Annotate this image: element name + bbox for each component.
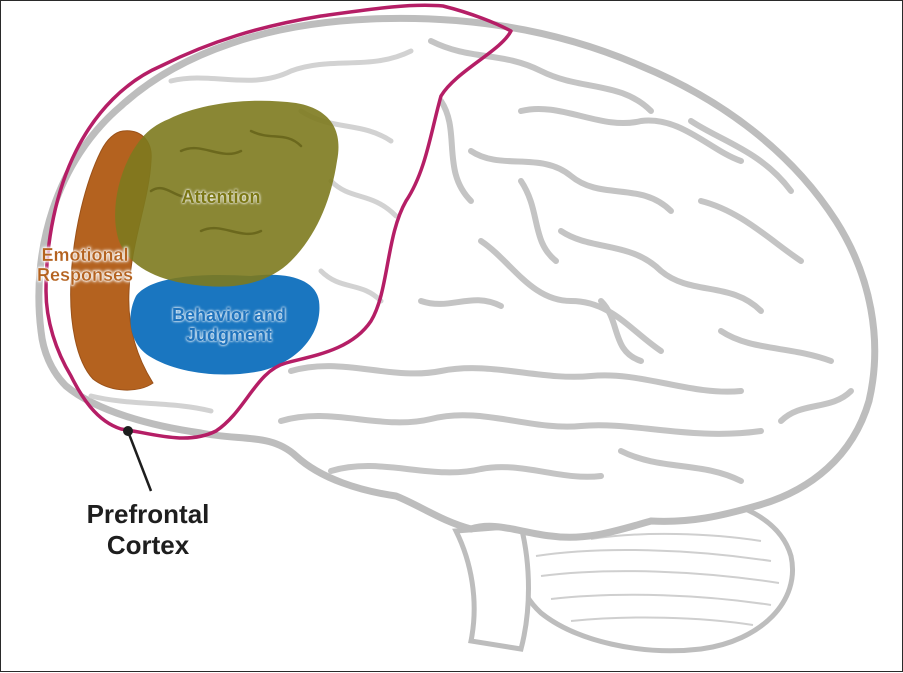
prefrontal-cortex-outline	[44, 3, 513, 440]
brain-gyri	[278, 38, 854, 484]
emotional-label-line2: Responses	[36, 265, 134, 286]
pfc-label-line2: Cortex	[106, 529, 190, 560]
region-gyri	[149, 129, 303, 236]
prefrontal-cortex-label: Prefrontal Cortex	[63, 499, 233, 560]
behavior-label-line2: Judgment	[185, 325, 272, 346]
attention-label: Attention	[151, 187, 291, 207]
prefrontal-leader-line	[123, 426, 153, 492]
attention-label-text: Attention	[181, 187, 261, 207]
behavior-judgment-label: Behavior and Judgment	[143, 305, 315, 345]
attention-region	[115, 100, 339, 287]
behavior-label-line1: Behavior and	[171, 305, 287, 325]
emotional-label-line1: Emotional	[41, 245, 129, 265]
pfc-label-line1: Prefrontal	[86, 499, 210, 529]
emotional-responses-label: Emotional Responses	[15, 245, 155, 285]
behavior-judgment-region	[130, 274, 320, 375]
brain-stem	[452, 523, 531, 652]
